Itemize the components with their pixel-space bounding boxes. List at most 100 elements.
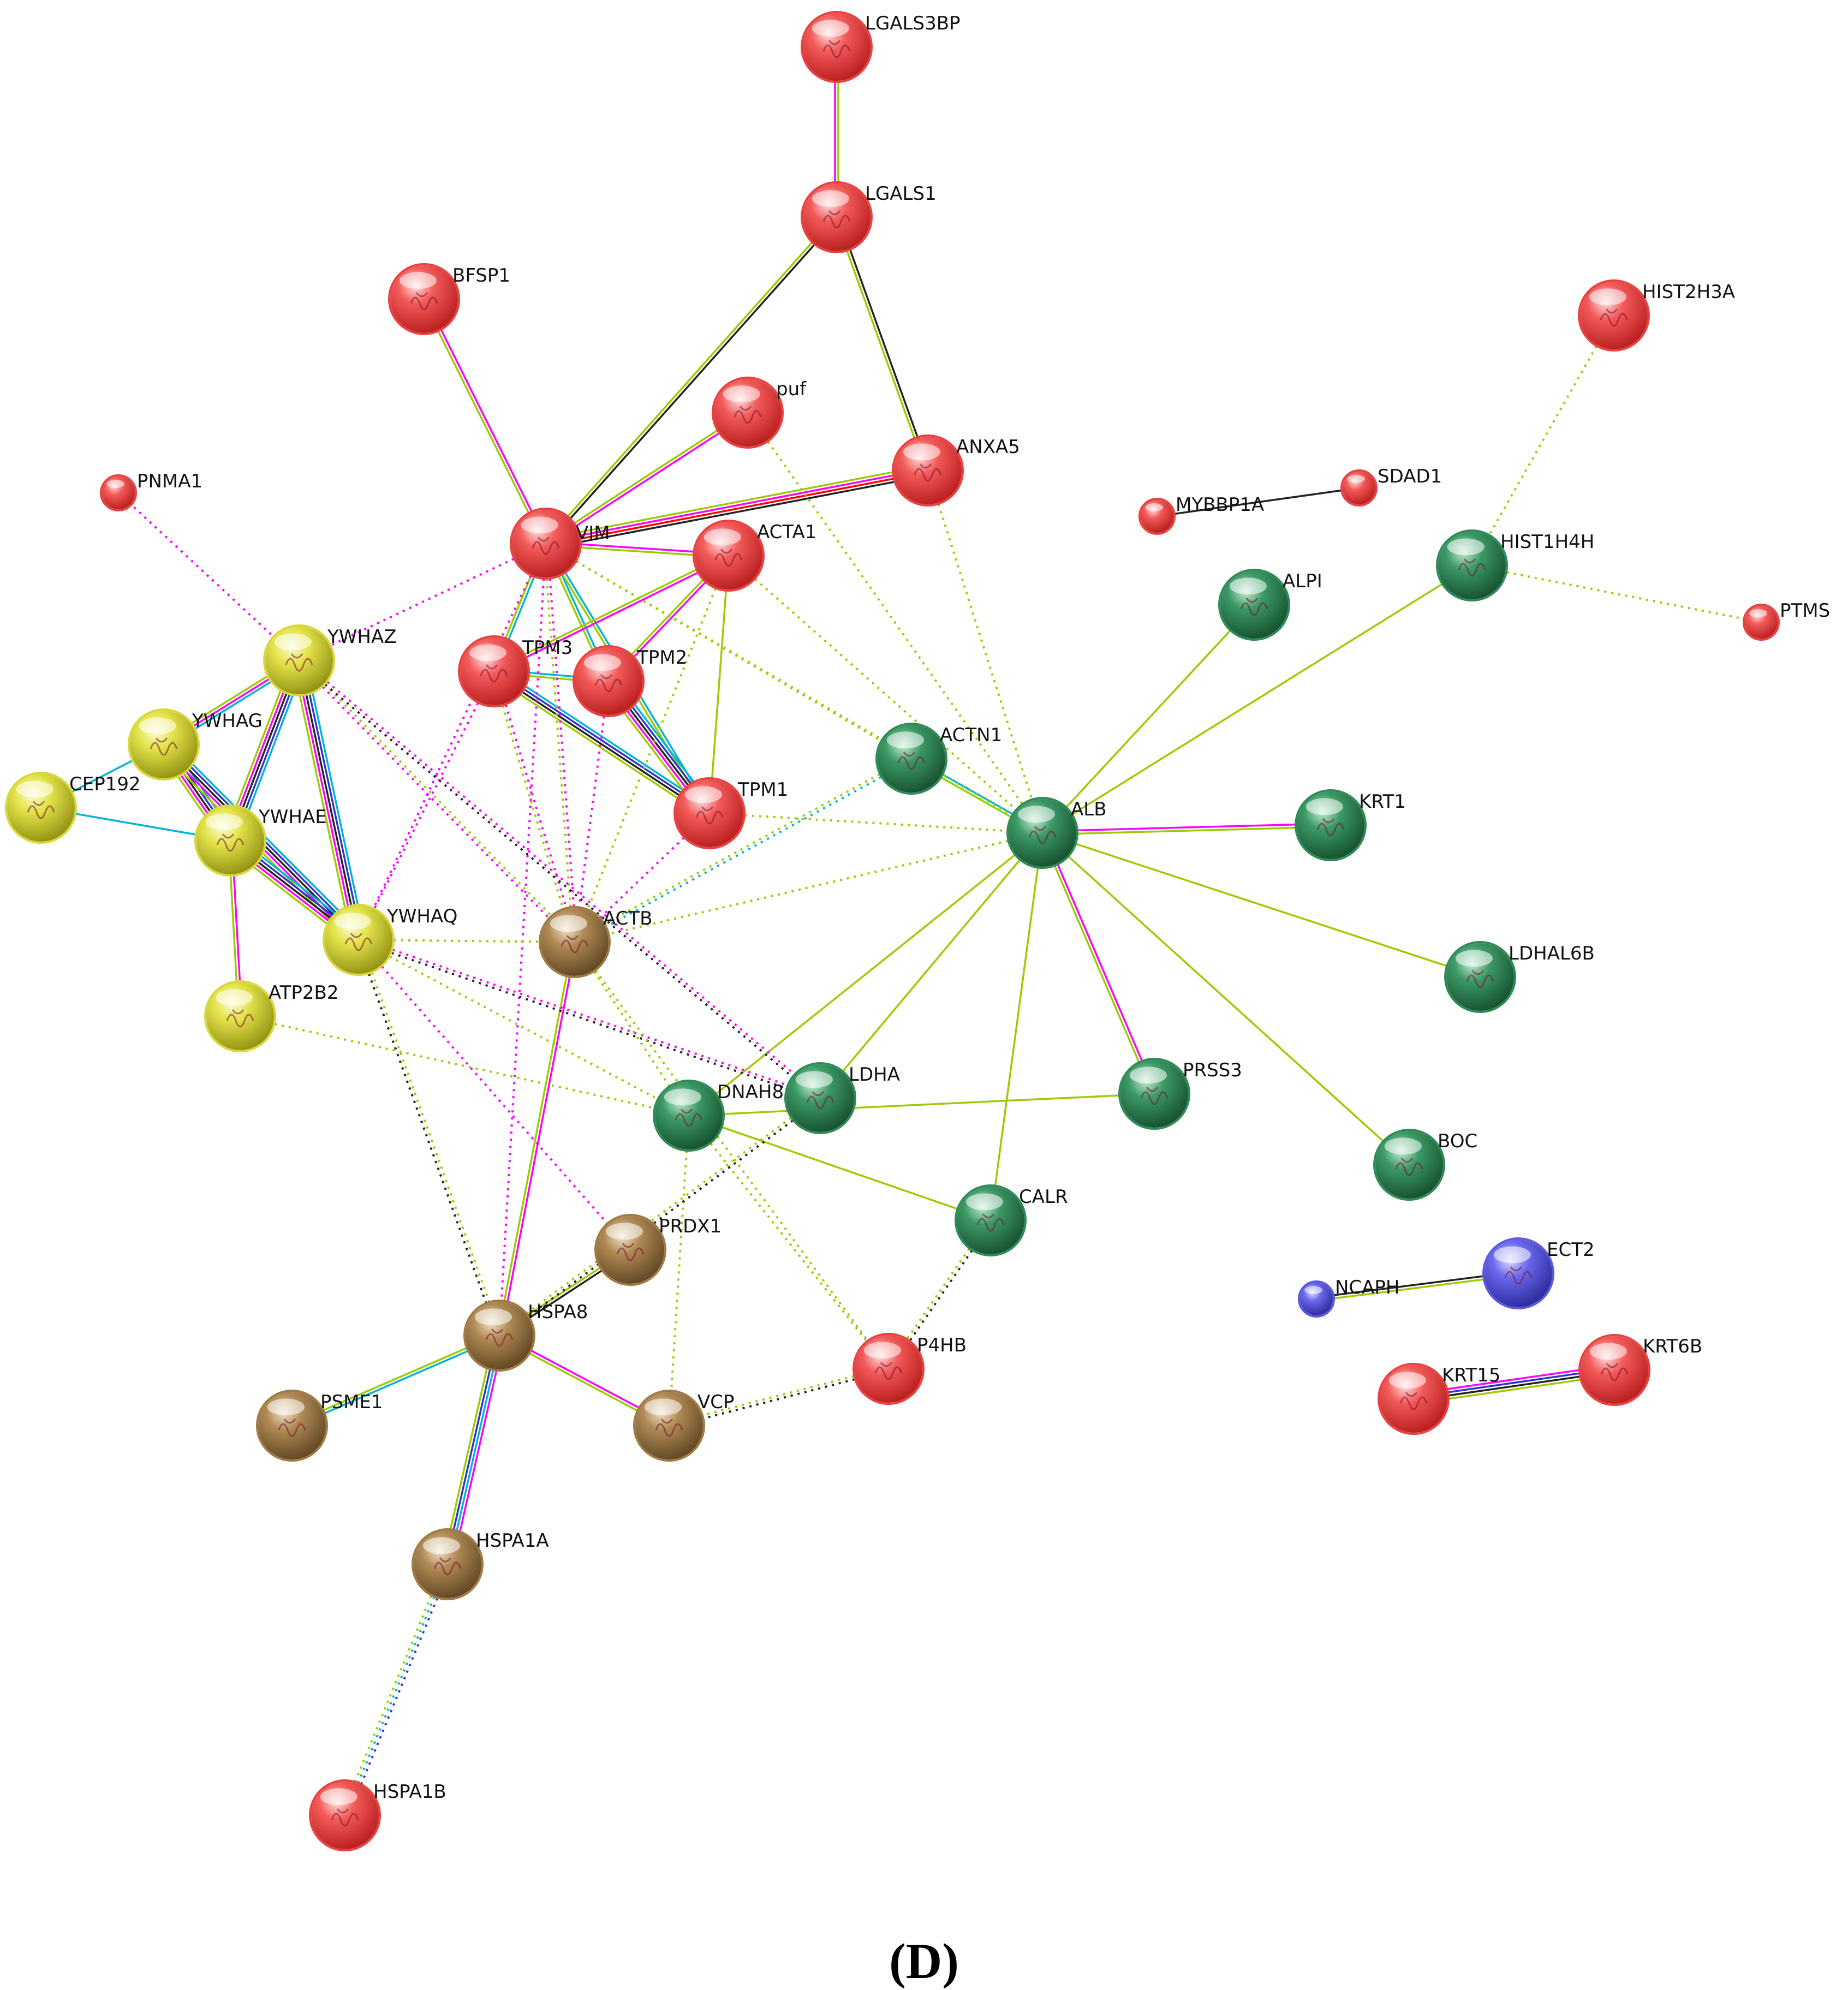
node-outline bbox=[1218, 569, 1290, 641]
node-hspa8[interactable]: HSPA8 bbox=[463, 1300, 588, 1372]
node-label: PNMA1 bbox=[137, 470, 202, 492]
node-ldhal6b[interactable]: LDHAL6B bbox=[1444, 941, 1595, 1013]
node-pnma1[interactable]: PNMA1 bbox=[100, 470, 202, 511]
edge-line-experimental bbox=[297, 660, 575, 944]
edge-line-textmining bbox=[1042, 826, 1331, 836]
node-tpm2[interactable]: TPM2 bbox=[573, 645, 687, 717]
panel-label: (D) bbox=[889, 1933, 959, 1989]
node-tpm1[interactable]: TPM1 bbox=[673, 777, 788, 849]
edge-puf-ALB bbox=[747, 412, 1044, 834]
node-label: TPM2 bbox=[636, 647, 687, 669]
edge-BFSP1-VIM bbox=[421, 297, 549, 545]
protein-structure-icon bbox=[150, 737, 178, 756]
node-hspa1b[interactable]: HSPA1B bbox=[309, 1779, 446, 1851]
node-label: BOC bbox=[1438, 1130, 1477, 1152]
node-hist1h4h[interactable]: HIST1H4H bbox=[1436, 529, 1594, 601]
node-ywhaq[interactable]: YWHAQ bbox=[323, 904, 457, 976]
node-ldha[interactable]: LDHA bbox=[784, 1062, 900, 1134]
edge-HIST2H3A-HIST1H4H bbox=[1471, 315, 1615, 566]
node-outline bbox=[1295, 789, 1367, 861]
protein-structure-icon bbox=[1504, 1266, 1533, 1285]
node-label: YWHAG bbox=[192, 710, 263, 732]
node-puf[interactable]: puf bbox=[712, 377, 807, 449]
node-acta1[interactable]: ACTA1 bbox=[693, 520, 816, 592]
node-prss3[interactable]: PRSS3 bbox=[1118, 1058, 1242, 1130]
edge-HSPA1A-HSPA1B bbox=[341, 1562, 452, 1818]
node-p4hb[interactable]: P4HB bbox=[853, 1333, 967, 1405]
node-label: HSPA8 bbox=[528, 1301, 588, 1323]
edge-line-textmining bbox=[491, 671, 575, 943]
node-highlight bbox=[474, 1308, 512, 1326]
node-ptms[interactable]: PTMS bbox=[1743, 600, 1830, 641]
protein-structure-icon bbox=[433, 1557, 462, 1576]
edge-ALB-LDHAL6B bbox=[1042, 832, 1481, 978]
node-ect2[interactable]: ECT2 bbox=[1482, 1237, 1595, 1309]
node-outline bbox=[204, 980, 276, 1052]
node-label: P4HB bbox=[917, 1334, 967, 1356]
node-highlight bbox=[965, 1193, 1003, 1211]
node-outline bbox=[633, 1390, 705, 1462]
protein-structure-icon bbox=[976, 1213, 1005, 1232]
protein-structure-icon bbox=[1395, 1158, 1423, 1176]
node-bfsp1[interactable]: BFSP1 bbox=[388, 263, 510, 335]
node-highlight bbox=[215, 989, 253, 1006]
node-label: SDAD1 bbox=[1378, 466, 1442, 487]
edge-DNAH8-PRSS3 bbox=[688, 1093, 1155, 1117]
node-highlight bbox=[1388, 1372, 1426, 1389]
edge-line-textmining bbox=[834, 217, 927, 472]
node-label: LDHAL6B bbox=[1509, 943, 1595, 964]
node-krt6b[interactable]: KRT6B bbox=[1578, 1334, 1702, 1406]
node-cep192[interactable]: CEP192 bbox=[5, 772, 141, 844]
edge-line-textmining bbox=[492, 553, 729, 671]
node-krt1[interactable]: KRT1 bbox=[1295, 789, 1406, 861]
node-highlight bbox=[684, 786, 722, 803]
node-sdad1[interactable]: SDAD1 bbox=[1340, 466, 1442, 507]
node-lgals1[interactable]: LGALS1 bbox=[801, 181, 937, 253]
protein-structure-icon bbox=[822, 40, 851, 58]
edge-line-experimental bbox=[545, 468, 928, 543]
node-hspa1a[interactable]: HSPA1A bbox=[412, 1528, 549, 1600]
edge-line-coexpression bbox=[492, 672, 710, 815]
node-alb[interactable]: ALB bbox=[1006, 797, 1107, 869]
edge-line-textmining bbox=[668, 1115, 690, 1426]
protein-structure-icon bbox=[1240, 598, 1268, 616]
node-hist2h3a[interactable]: HIST2H3A bbox=[1578, 279, 1735, 351]
node-dnah8[interactable]: DNAH8 bbox=[653, 1080, 784, 1152]
node-atp2b2[interactable]: ATP2B2 bbox=[204, 980, 338, 1052]
edge-line-textmining bbox=[544, 410, 748, 543]
node-actn1[interactable]: ACTN1 bbox=[875, 723, 1002, 795]
node-outline bbox=[263, 624, 335, 696]
edge-TPM3-YWHAQ bbox=[357, 671, 495, 940]
node-ywhag[interactable]: YWHAG bbox=[128, 708, 263, 780]
node-label: KRT1 bbox=[1359, 791, 1406, 813]
edge-ALB-BOC bbox=[1041, 832, 1410, 1166]
node-krt15[interactable]: KRT15 bbox=[1378, 1363, 1500, 1435]
protein-structure-icon bbox=[897, 752, 926, 770]
edge-line-textmining bbox=[1041, 832, 1410, 1166]
node-ywhae[interactable]: YWHAE bbox=[194, 805, 327, 877]
node-mybbp1a[interactable]: MYBBP1A bbox=[1138, 494, 1264, 535]
node-prdx1[interactable]: PRDX1 bbox=[594, 1214, 722, 1286]
edge-line-homology bbox=[347, 1565, 452, 1818]
node-psme1[interactable]: PSME1 bbox=[256, 1390, 383, 1462]
edge-line-textmining bbox=[1471, 564, 1762, 623]
edge-ALB-DNAH8 bbox=[688, 832, 1044, 1117]
edge-line-experimental bbox=[546, 543, 577, 942]
edge-line-fusion bbox=[546, 471, 928, 546]
edge-YWHAZ-ACTB bbox=[297, 658, 577, 944]
node-anxa5[interactable]: ANXA5 bbox=[892, 434, 1020, 507]
node-tpm3[interactable]: TPM3 bbox=[458, 635, 573, 707]
node-ywhaz[interactable]: YWHAZ bbox=[263, 624, 397, 696]
node-vcp[interactable]: VCP bbox=[633, 1390, 735, 1462]
edge-ACTA1-TPM1 bbox=[708, 555, 730, 814]
node-alpi[interactable]: ALPI bbox=[1218, 569, 1322, 641]
node-calr[interactable]: CALR bbox=[955, 1184, 1068, 1256]
node-boc[interactable]: BOC bbox=[1373, 1129, 1477, 1201]
node-label: CEP192 bbox=[69, 773, 141, 795]
node-lgals3bp[interactable]: LGALS3BP bbox=[801, 11, 961, 83]
node-vim[interactable]: VIM bbox=[510, 508, 610, 580]
edge-line-database bbox=[496, 666, 713, 810]
edge-line-experimental bbox=[1043, 832, 1157, 1094]
node-actb[interactable]: ACTB bbox=[539, 906, 653, 978]
node-ncaph[interactable]: NCAPH bbox=[1298, 1277, 1400, 1318]
